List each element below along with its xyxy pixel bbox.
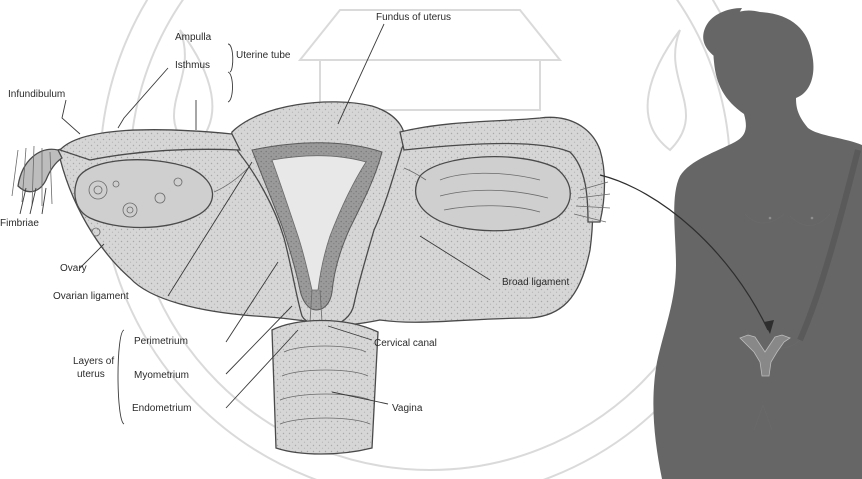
label-ovary: Ovary xyxy=(60,263,87,274)
label-uterine-tube: Uterine tube xyxy=(236,50,291,61)
label-endometrium: Endometrium xyxy=(132,403,191,414)
label-vagina: Vagina xyxy=(392,403,423,414)
label-layers-2: uterus xyxy=(77,369,105,380)
label-cervical-canal: Cervical canal xyxy=(374,338,437,349)
label-ovarian-ligament: Ovarian ligament xyxy=(53,291,129,302)
label-isthmus: Isthmus xyxy=(175,60,210,71)
label-infundibulum: Infundibulum xyxy=(8,89,65,100)
body-silhouette xyxy=(653,8,862,479)
fimbriae-left xyxy=(12,146,62,206)
label-broad-ligament: Broad ligament xyxy=(502,277,569,288)
label-fimbriae: Fimbriae xyxy=(0,218,39,229)
label-myometrium: Myometrium xyxy=(134,370,189,381)
label-layers-1: Layers of xyxy=(73,356,114,367)
label-ampulla: Ampulla xyxy=(175,32,212,43)
label-perimetrium: Perimetrium xyxy=(134,336,188,347)
label-fundus: Fundus of uterus xyxy=(376,12,451,23)
